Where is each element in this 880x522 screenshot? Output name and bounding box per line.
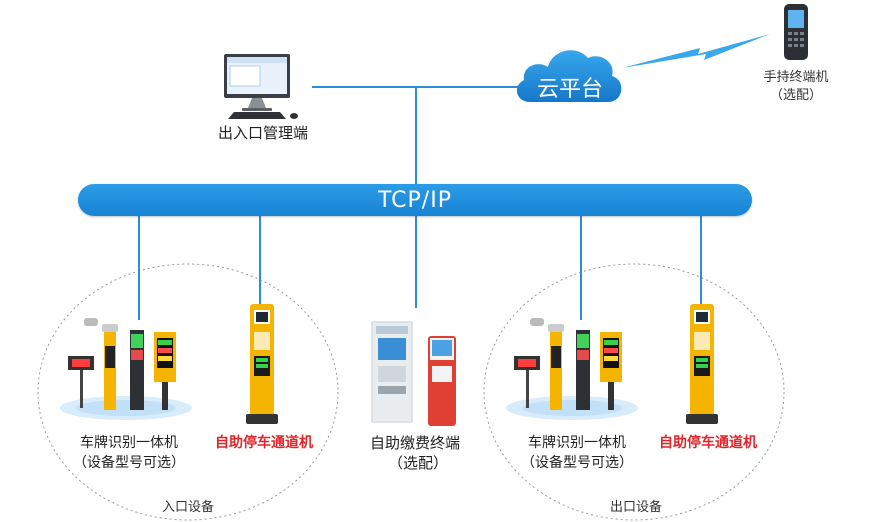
exit-lpr-model-label: （设备型号可选） bbox=[521, 455, 633, 471]
payment-label: 自助缴费终端 bbox=[369, 434, 460, 452]
mgmt-cloud-connector bbox=[312, 86, 526, 88]
cloud-label: 云平台 bbox=[536, 77, 603, 102]
handheld-label: 手持终端机 bbox=[763, 70, 829, 85]
handheld-optional-label: （选配） bbox=[769, 88, 822, 103]
exit-lpr-camera-icon bbox=[506, 318, 638, 420]
entrance-parking-kiosk-icon bbox=[246, 304, 278, 424]
lightning-icon bbox=[622, 34, 770, 68]
drop-exit-kiosk bbox=[700, 216, 702, 304]
exit-lpr-label: 车牌识别一体机 bbox=[528, 435, 626, 451]
tcpip-bus: TCP/IP bbox=[78, 184, 752, 216]
entrance-group-label: 入口设备 bbox=[161, 500, 214, 515]
drop-exit-lpr bbox=[580, 216, 582, 320]
drop-payment bbox=[415, 216, 417, 308]
exit-kiosk-label: 自助停车通道机 bbox=[659, 435, 757, 451]
entrance-lpr-camera-icon bbox=[60, 318, 192, 420]
management-label: 出入口管理端 bbox=[217, 124, 308, 142]
payment-optional-label: （选配） bbox=[387, 454, 448, 472]
exit-parking-kiosk-icon bbox=[686, 304, 718, 424]
handheld-terminal-icon bbox=[784, 4, 808, 60]
tcpip-label: TCP/IP bbox=[378, 188, 452, 213]
entrance-kiosk-label: 自助停车通道机 bbox=[215, 435, 313, 451]
cloud-icon bbox=[516, 50, 622, 102]
drop-entrance-kiosk bbox=[259, 216, 261, 304]
entrance-group-outline bbox=[37, 263, 339, 521]
exit-group-outline bbox=[483, 263, 785, 521]
drop-entrance-lpr bbox=[138, 216, 140, 320]
entrance-lpr-label: 车牌识别一体机 bbox=[80, 435, 178, 451]
entrance-lpr-model-label: （设备型号可选） bbox=[73, 455, 185, 471]
exit-group-label: 出口设备 bbox=[609, 500, 662, 515]
desktop-computer-icon bbox=[224, 54, 298, 119]
payment-terminal-icon bbox=[371, 321, 456, 426]
trunk-connector bbox=[415, 86, 417, 184]
